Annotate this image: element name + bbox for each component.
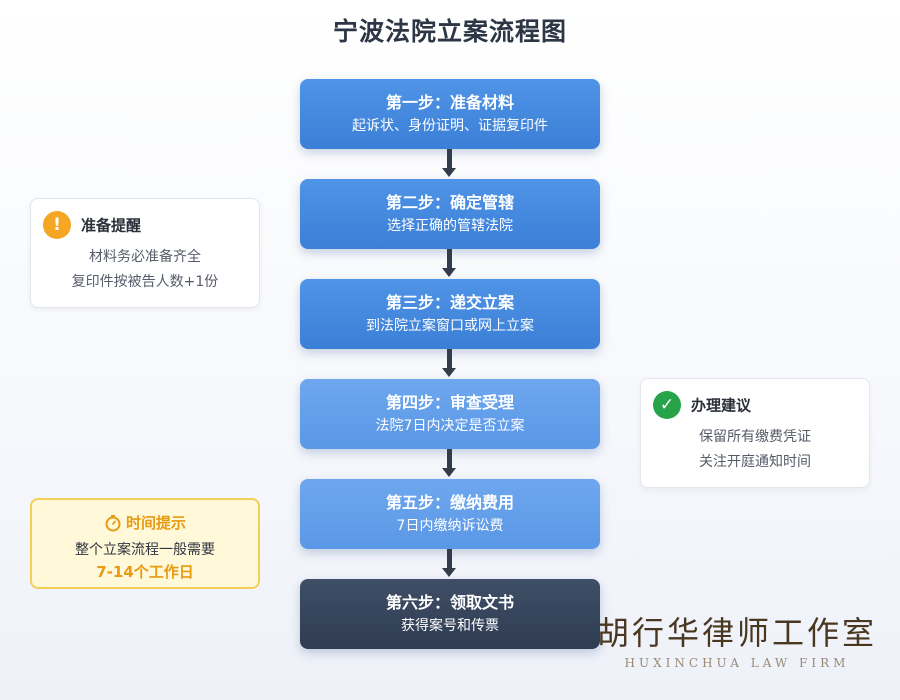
step-6-desc: 获得案号和传票 bbox=[401, 618, 499, 634]
step-1-desc: 起诉状、身份证明、证据复印件 bbox=[352, 118, 548, 134]
advice-line-2: 关注开庭通知时间 bbox=[699, 454, 811, 470]
watermark-cn: 胡行华律师工作室 bbox=[597, 614, 878, 652]
advice-header: ✓ 办理建议 bbox=[641, 391, 869, 419]
step-4-title: 第四步：审查受理 bbox=[385, 393, 514, 412]
step-6-box: 第六步：领取文书 获得案号和传票 bbox=[300, 579, 600, 649]
reminder-card: ! 准备提醒 材料务必准备齐全 复印件按被告人数+1份 bbox=[30, 198, 260, 308]
law-firm-watermark: 胡行华律师工作室 HUXINCHUA LAW FIRM bbox=[597, 608, 877, 670]
arrow-5-6 bbox=[442, 549, 456, 577]
reminder-header: ! 准备提醒 bbox=[31, 211, 259, 239]
stopwatch-icon bbox=[105, 514, 121, 531]
arrow-2-3 bbox=[442, 249, 456, 277]
time-tip-card: 时间提示 整个立案流程一般需要 7-14个工作日 bbox=[30, 498, 260, 589]
advice-card: ✓ 办理建议 保留所有缴费凭证 关注开庭通知时间 bbox=[640, 378, 870, 488]
step-2-desc: 选择正确的管辖法院 bbox=[387, 218, 513, 234]
arrow-4-5 bbox=[442, 449, 456, 477]
step-3-box: 第三步：递交立案 到法院立案窗口或网上立案 bbox=[300, 279, 600, 349]
time-tip-title: 时间提示 bbox=[125, 514, 186, 532]
advice-title: 办理建议 bbox=[691, 396, 752, 415]
step-5-box: 第五步：缴纳费用 7日内缴纳诉讼费 bbox=[300, 479, 600, 549]
arrow-3-4 bbox=[442, 349, 456, 377]
step-1-box: 第一步：准备材料 起诉状、身份证明、证据复印件 bbox=[300, 79, 600, 149]
step-4-desc: 法院7日内决定是否立案 bbox=[375, 418, 525, 434]
reminder-line-2: 复印件按被告人数+1份 bbox=[71, 274, 219, 290]
step-3-desc: 到法院立案窗口或网上立案 bbox=[366, 318, 534, 334]
step-5-desc: 7日内缴纳诉讼费 bbox=[396, 518, 504, 534]
step-6-title: 第六步：领取文书 bbox=[385, 593, 514, 612]
time-tip-line: 整个立案流程一般需要 bbox=[75, 542, 215, 558]
step-3-title: 第三步：递交立案 bbox=[385, 293, 514, 312]
watermark-en: HUXINCHUA LAW FIRM bbox=[624, 656, 850, 670]
reminder-title: 准备提醒 bbox=[81, 216, 142, 235]
page-title: 宁波法院立案流程图 bbox=[332, 17, 567, 46]
step-4-box: 第四步：审查受理 法院7日内决定是否立案 bbox=[300, 379, 600, 449]
check-icon: ✓ bbox=[653, 391, 681, 419]
time-tip-highlight: 7-14个工作日 bbox=[96, 563, 194, 581]
step-5-title: 第五步：缴纳费用 bbox=[385, 493, 514, 512]
arrow-1-2 bbox=[442, 149, 456, 177]
step-2-box: 第二步：确定管辖 选择正确的管辖法院 bbox=[300, 179, 600, 249]
time-tip-header: 时间提示 bbox=[32, 512, 258, 533]
reminder-line-1: 材料务必准备齐全 bbox=[89, 249, 201, 265]
advice-line-1: 保留所有缴费凭证 bbox=[699, 429, 811, 445]
step-2-title: 第二步：确定管辖 bbox=[385, 193, 514, 212]
warning-icon: ! bbox=[43, 211, 71, 239]
step-1-title: 第一步：准备材料 bbox=[385, 93, 514, 112]
